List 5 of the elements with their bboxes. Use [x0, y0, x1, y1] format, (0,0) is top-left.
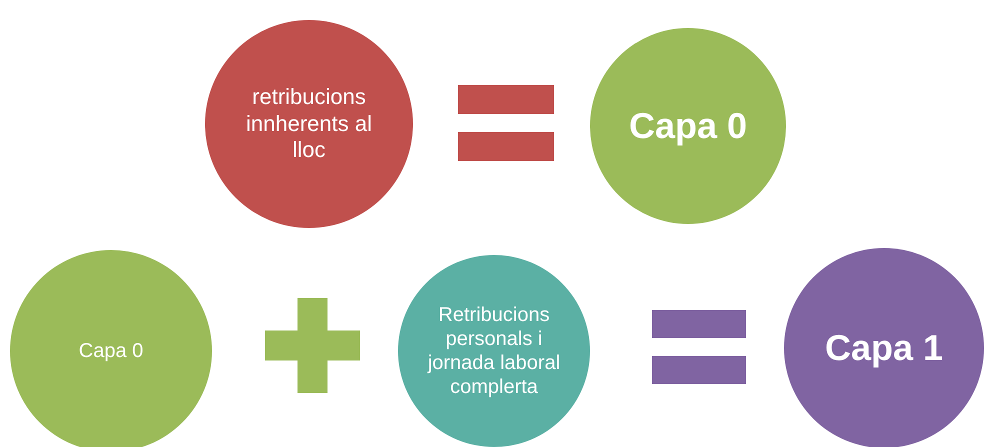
node-text: Retribucions personals i jornada laboral complerta [426, 303, 562, 399]
node-text: Capa 0 [78, 339, 144, 363]
node-text: Capa 1 [824, 326, 944, 370]
node-text: Capa 0 [628, 104, 748, 148]
node-text: retribucions innherents al lloc [245, 84, 373, 164]
